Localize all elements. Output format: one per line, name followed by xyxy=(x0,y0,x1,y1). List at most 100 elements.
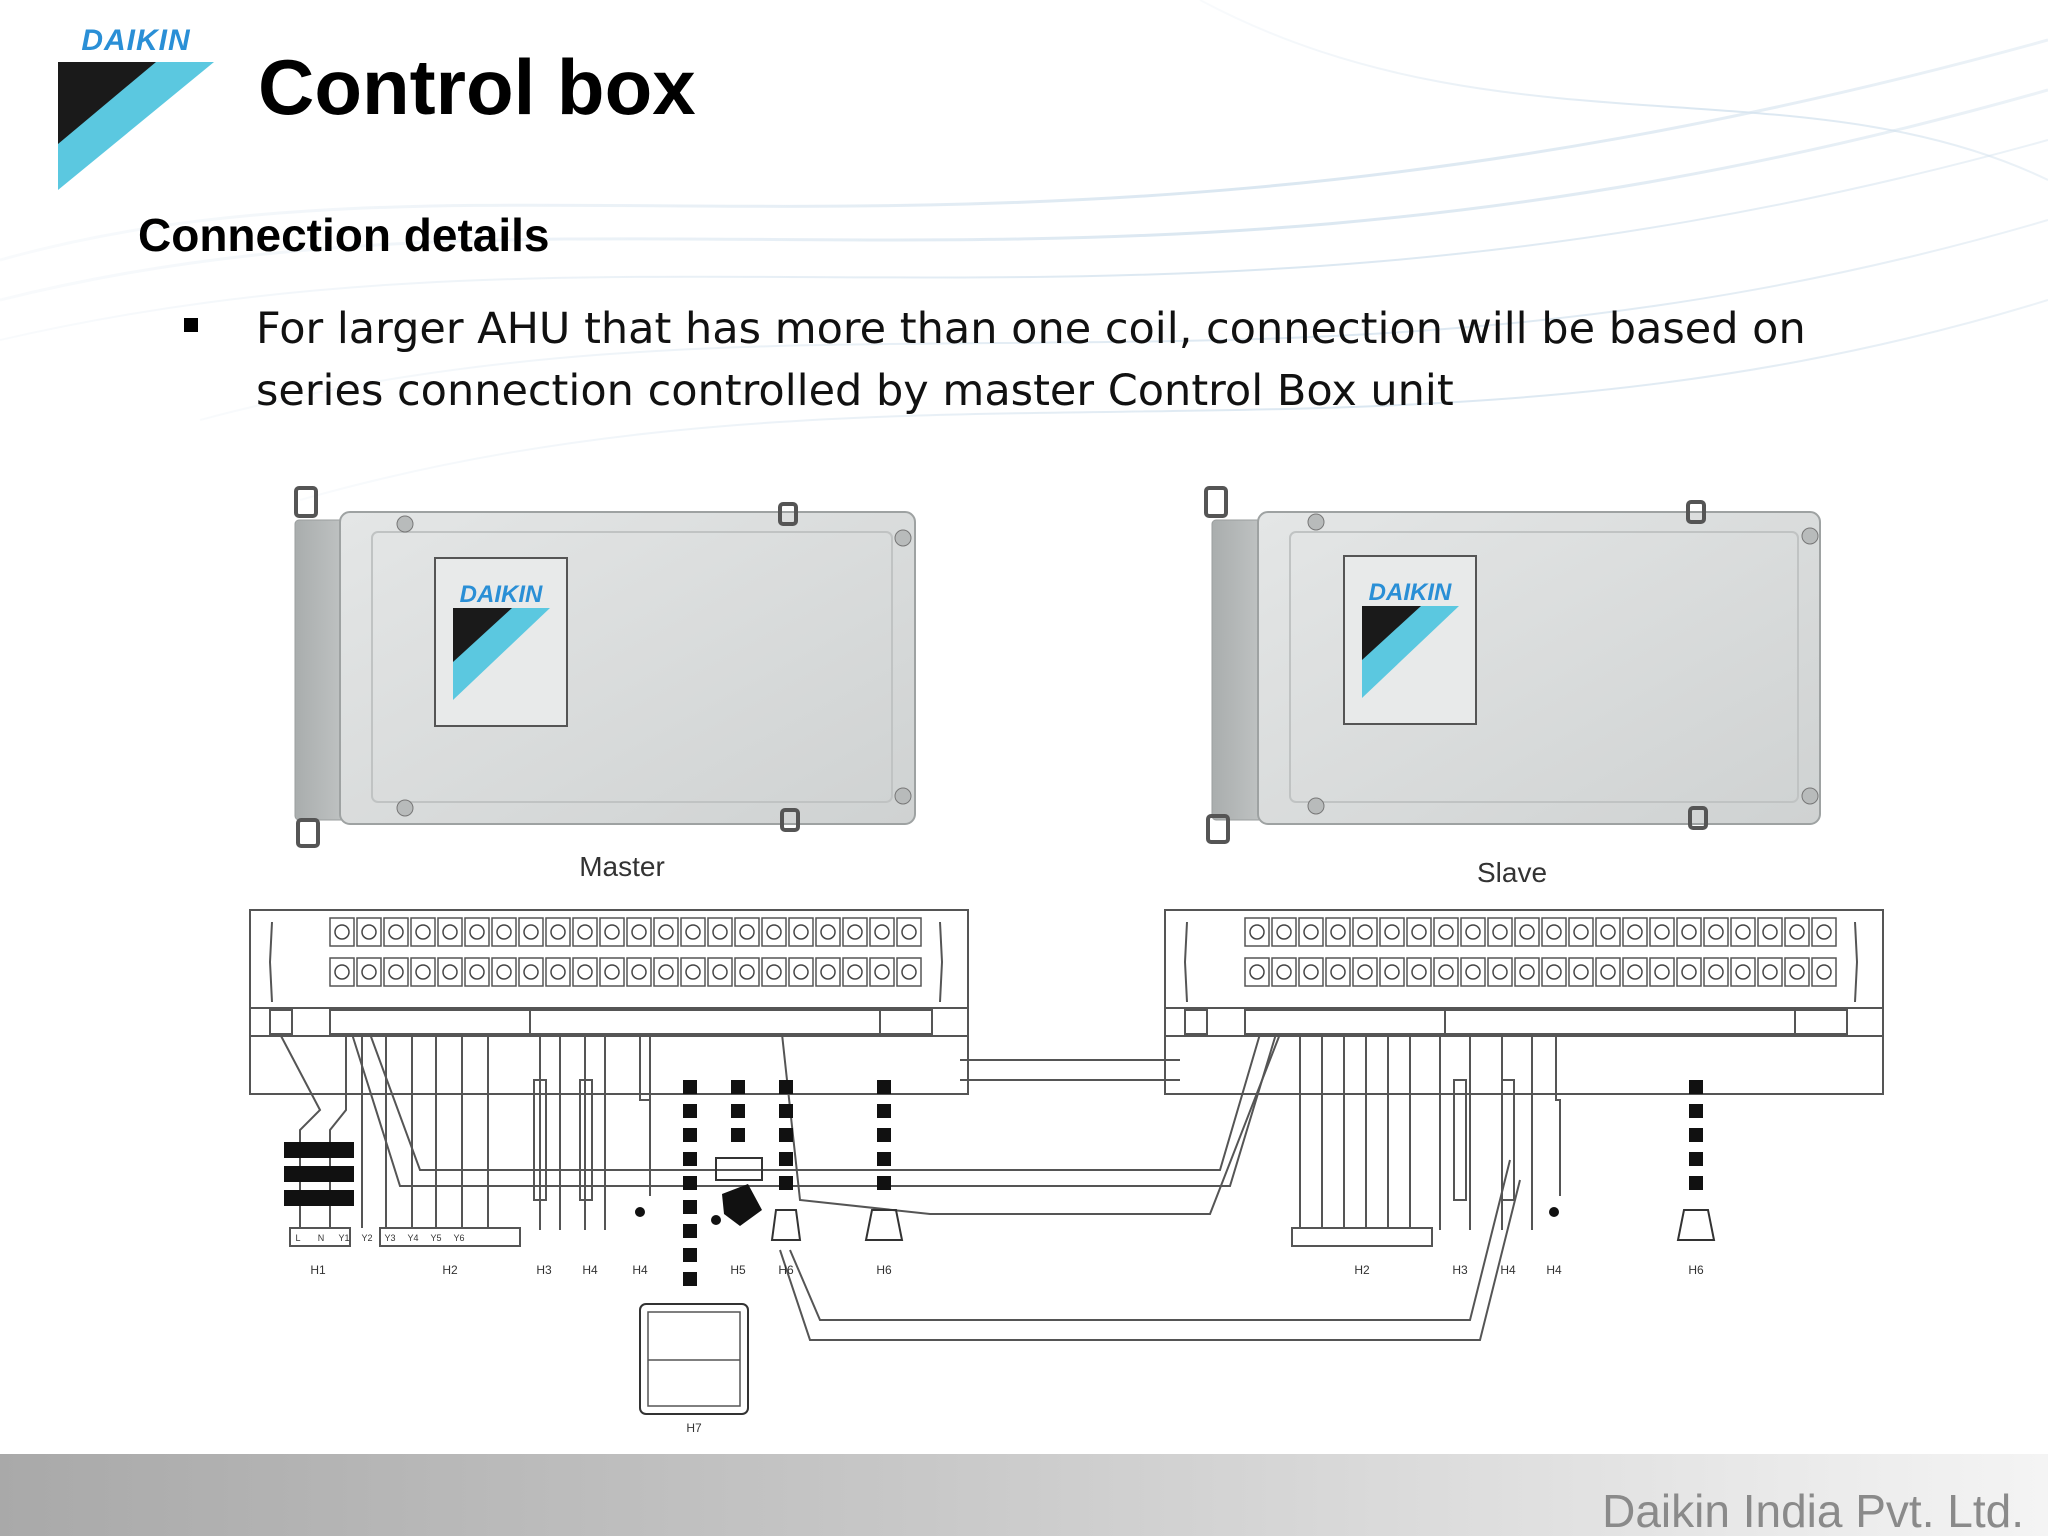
master-terminal-screw-1-6 xyxy=(496,964,512,980)
master-terminal-screw-0-6 xyxy=(496,924,512,940)
master-terminal-screw-1-19 xyxy=(847,964,863,980)
slave-terminal-1-19 xyxy=(1757,957,1783,987)
master-terminal-0-13 xyxy=(680,917,706,947)
slave-terminal-screw-1-7 xyxy=(1438,964,1454,980)
master-terminal-0-21 xyxy=(896,917,922,947)
slave-terminal-1-14 xyxy=(1622,957,1648,987)
master-terminal-1-0 xyxy=(329,957,355,987)
wiring-diagram: DAIKIN Master DAIKIN Slave xyxy=(249,486,1884,1435)
master-terminal-screw-1-5 xyxy=(469,964,485,980)
master-terminal-screw-0-16 xyxy=(766,924,782,940)
master-terminal-0-15 xyxy=(734,917,760,947)
master-terminal-1-21 xyxy=(896,957,922,987)
slave-box-logo-text: DAIKIN xyxy=(1369,579,1452,606)
master-terminal-0-11 xyxy=(626,917,652,947)
slave-terminal-screw-1-3 xyxy=(1330,964,1346,980)
slave-terminal-screw-0-1 xyxy=(1276,924,1292,940)
master-terminal-screw-0-9 xyxy=(577,924,593,940)
slave-h4-sensor xyxy=(1501,1079,1515,1201)
slave-terminal-strip xyxy=(1164,909,1884,1095)
master-terminal-screw-0-4 xyxy=(442,924,458,940)
master-terminal-0-4 xyxy=(437,917,463,947)
master-control-box: DAIKIN xyxy=(294,486,916,848)
master-terminal-1-17 xyxy=(788,957,814,987)
slave-terminal-screw-0-10 xyxy=(1519,924,1535,940)
slave-terminal-0-8 xyxy=(1460,917,1486,947)
master-terminal-screw-0-10 xyxy=(604,924,620,940)
slave-terminal-screw-0-13 xyxy=(1600,924,1616,940)
master-terminal-1-8 xyxy=(545,957,571,987)
master-h2-block xyxy=(379,1227,521,1247)
slave-terminal-screw-1-12 xyxy=(1573,964,1589,980)
terminal-label-2: Y1 xyxy=(338,1233,349,1243)
footer-company: Daikin India Pvt. Ltd. xyxy=(1602,1485,2024,1537)
slave-terminal-screw-1-8 xyxy=(1465,964,1481,980)
master-h6b-cable xyxy=(864,1080,904,1241)
terminal-label-5: Y4 xyxy=(407,1233,418,1243)
slave-terminal-1-18 xyxy=(1730,957,1756,987)
slave-terminal-0-3 xyxy=(1325,917,1351,947)
master-terminal-1-15 xyxy=(734,957,760,987)
master-terminal-1-18 xyxy=(815,957,841,987)
page-title: Control box xyxy=(258,43,696,131)
slave-terminal-1-11 xyxy=(1541,957,1567,987)
master-terminal-0-7 xyxy=(518,917,544,947)
master-terminal-screw-1-7 xyxy=(523,964,539,980)
master-h7-controller xyxy=(639,1303,749,1415)
slave-terminal-screw-0-15 xyxy=(1654,924,1670,940)
master-terminal-0-9 xyxy=(572,917,598,947)
master-terminal-screw-0-11 xyxy=(631,924,647,940)
master-h4-dot xyxy=(635,1207,645,1217)
master-terminal-screw-0-1 xyxy=(361,924,377,940)
slave-terminal-screw-1-4 xyxy=(1357,964,1373,980)
master-terminal-screw-1-2 xyxy=(388,964,404,980)
master-terminal-1-12 xyxy=(653,957,679,987)
master-label-h4: H4 xyxy=(582,1263,598,1277)
master-terminal-screw-0-7 xyxy=(523,924,539,940)
master-terminal-screw-0-18 xyxy=(820,924,836,940)
slave-terminal-0-19 xyxy=(1757,917,1783,947)
slave-wiring xyxy=(1299,1034,1561,1230)
slave-terminal-1-9 xyxy=(1487,957,1513,987)
master-terminal-1-7 xyxy=(518,957,544,987)
master-terminal-0-19 xyxy=(842,917,868,947)
master-terminal-screw-0-3 xyxy=(415,924,431,940)
master-terminal-strip xyxy=(249,909,969,1095)
slave-terminal-1-10 xyxy=(1514,957,1540,987)
slave-terminal-screw-0-5 xyxy=(1384,924,1400,940)
slave-terminal-1-7 xyxy=(1433,957,1459,987)
slave-terminal-screw-0-6 xyxy=(1411,924,1427,940)
slave-terminal-0-0 xyxy=(1244,917,1270,947)
slave-terminal-screw-1-9 xyxy=(1492,964,1508,980)
master-terminal-0-2 xyxy=(383,917,409,947)
terminal-label-0: L xyxy=(295,1233,300,1243)
master-terminal-0-20 xyxy=(869,917,895,947)
slave-h3-sensor xyxy=(1453,1079,1467,1201)
slave-terminal-screw-1-5 xyxy=(1384,964,1400,980)
slave-terminal-0-21 xyxy=(1811,917,1837,947)
master-terminal-screw-0-0 xyxy=(334,924,350,940)
footer-bar xyxy=(0,1454,2048,1536)
slave-terminal-1-0 xyxy=(1244,957,1270,987)
slave-terminal-screw-1-0 xyxy=(1249,964,1265,980)
master-terminal-0-3 xyxy=(410,917,436,947)
master-label-h1: H1 xyxy=(310,1263,326,1277)
slave-terminal-0-12 xyxy=(1568,917,1594,947)
master-terminal-1-2 xyxy=(383,957,409,987)
slave-terminal-screw-1-2 xyxy=(1303,964,1319,980)
master-terminal-1-20 xyxy=(869,957,895,987)
slave-terminal-screw-0-7 xyxy=(1438,924,1454,940)
slave-terminal-0-5 xyxy=(1379,917,1405,947)
slave-terminal-screw-0-21 xyxy=(1816,924,1832,940)
terminal-label-4: Y3 xyxy=(384,1233,395,1243)
slave-terminal-screw-0-17 xyxy=(1708,924,1724,940)
slave-terminal-screw-0-2 xyxy=(1303,924,1319,940)
logo-wordmark: DAIKIN xyxy=(81,24,191,57)
slave-label-h3: H3 xyxy=(1452,1263,1468,1277)
master-terminal-1-3 xyxy=(410,957,436,987)
master-h1-coil xyxy=(284,1142,354,1247)
terminal-label-7: Y6 xyxy=(453,1233,464,1243)
slave-terminal-screw-1-19 xyxy=(1762,964,1778,980)
master-terminal-screw-0-12 xyxy=(658,924,674,940)
master-terminal-screw-1-16 xyxy=(766,964,782,980)
